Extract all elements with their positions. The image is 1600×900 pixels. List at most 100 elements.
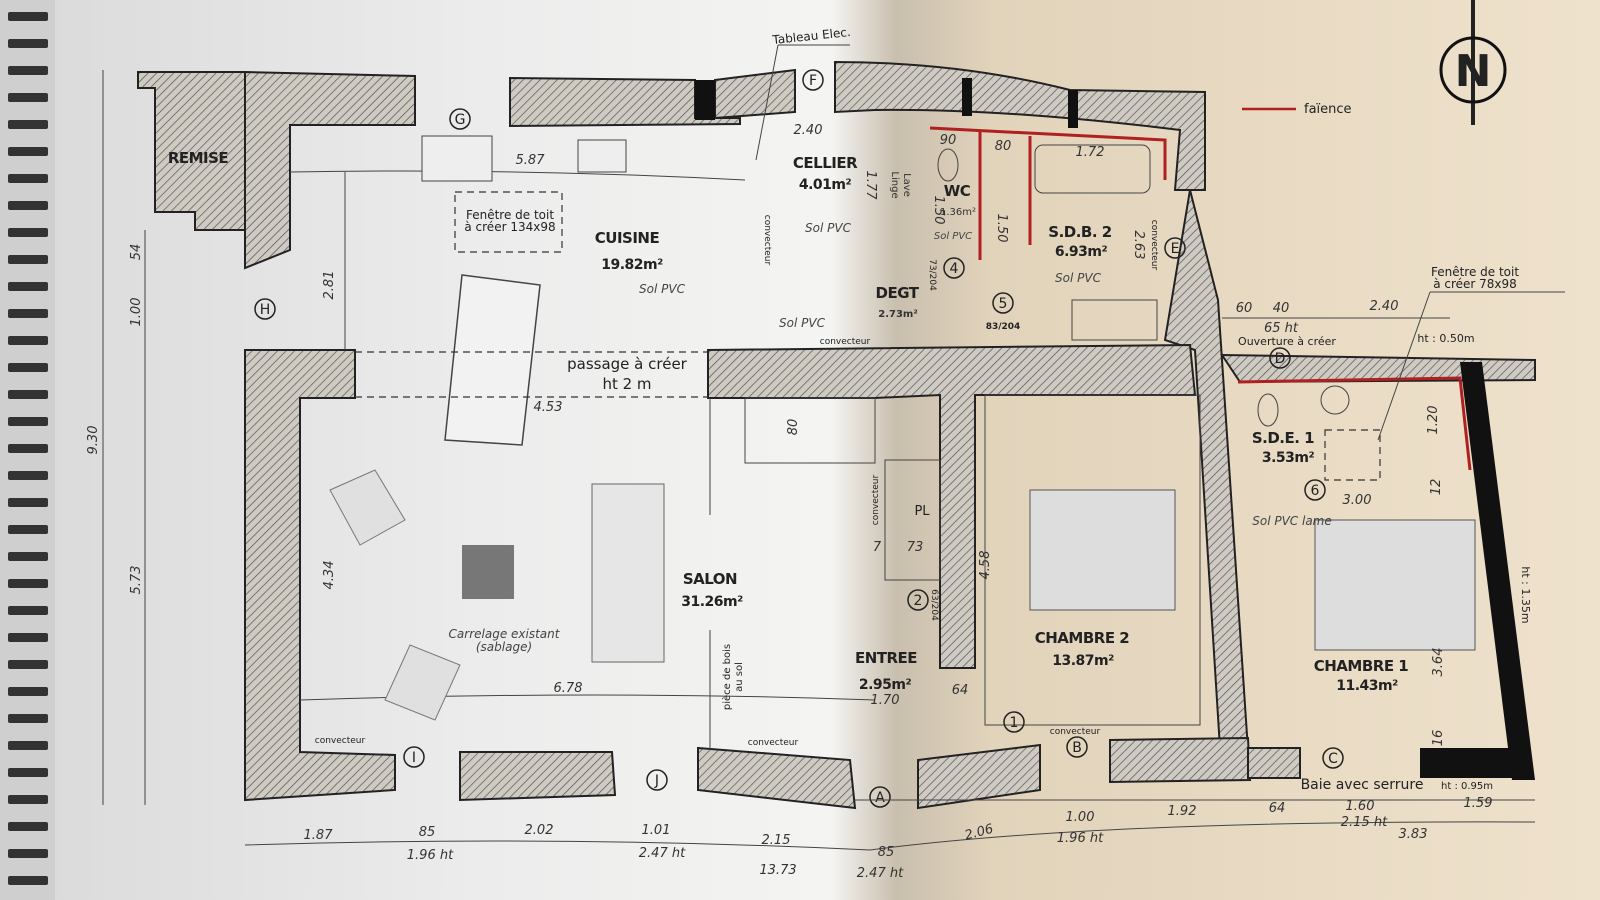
room-sdb2: S.D.B. 2 [1048, 223, 1112, 241]
dimension-ht2: 2.47 ht [639, 846, 686, 861]
annex-top-wall [1220, 353, 1536, 384]
dimension-stair-73: 73 [907, 540, 924, 555]
marker-b: B [1066, 736, 1088, 758]
binding-ring [8, 336, 48, 345]
area-degt: 2.73m² [878, 309, 917, 320]
lave-linge-label: Lave [901, 173, 912, 197]
sink [421, 135, 493, 182]
armchair [329, 469, 406, 546]
convecteur-label: convecteur [1050, 727, 1101, 737]
area-sde1: 3.53m² [1262, 450, 1315, 466]
dimension-b2: 85 [419, 825, 436, 840]
convecteur-label: convecteur [871, 474, 881, 525]
area-salon: 31.26m² [681, 594, 743, 610]
opening-height: 65 ht [1264, 321, 1299, 336]
binding-ring [8, 228, 48, 237]
room-chambre2: CHAMBRE 2 [1035, 629, 1130, 647]
annotations: Tableau Elec. Fenêtre de toit à créer 13… [315, 25, 1565, 793]
bottom-wall-4 [1109, 736, 1252, 784]
binding-ring [8, 417, 48, 426]
binding-ring [8, 282, 48, 291]
skylight-2-outline [1324, 429, 1381, 481]
binding-ring [8, 579, 48, 588]
marker-label: I [412, 750, 416, 766]
dimension-ht5: 2.47 ht [857, 866, 904, 881]
stove [577, 139, 627, 173]
marker-g: G [449, 108, 471, 130]
dimension-b12: 1.59 [1464, 796, 1493, 811]
dimension-sde-120: 1.20 [1426, 406, 1441, 435]
area-cellier: 4.01m² [799, 177, 852, 193]
room-remise: REMISE [168, 149, 229, 167]
dimension-line-left [102, 70, 146, 805]
area-cuisine: 19.82m² [601, 257, 663, 273]
dimension-cellier-width: 2.40 [794, 123, 823, 138]
area-entree: 2.95m² [859, 677, 912, 693]
dimension-total-height: 9.30 [86, 426, 101, 455]
washbasin [1320, 385, 1350, 415]
sofa [591, 483, 665, 663]
dimension-entree-170: 1.70 [871, 693, 900, 708]
marker-5: 5 [992, 292, 1014, 314]
compass-letter: N [1455, 46, 1492, 97]
binding-ring [8, 687, 48, 696]
marker-c: C [1322, 747, 1344, 769]
binding-ring [8, 309, 48, 318]
dimension-stair: 80 [786, 419, 801, 436]
annex-bottom-wall [1247, 747, 1301, 779]
passage-label: passage à créer [567, 355, 688, 373]
binding-ring [8, 174, 48, 183]
area-chambre2: 13.87m² [1052, 653, 1114, 669]
dimensions: 5.872.402.81541.009.305.734.53804.346.78… [86, 70, 1536, 881]
dimension-ht1: 1.96 ht [407, 848, 454, 863]
marker-label: H [260, 302, 271, 318]
binding-ring [8, 606, 48, 615]
binding-ring [8, 471, 48, 480]
binding-ring [8, 633, 48, 642]
binding-ring [8, 660, 48, 669]
piece-bois-label-2: au sol [734, 662, 745, 692]
armchair [384, 644, 461, 721]
binding-ring [8, 390, 48, 399]
spiral-binding [0, 0, 55, 900]
dimension-bath: 1.72 [1076, 145, 1105, 160]
dimension-sde-300: 3.00 [1343, 493, 1372, 508]
baie-label: Baie avec serrure [1301, 777, 1424, 793]
floor-degt: Sol PVC [779, 316, 826, 330]
marker-label: 5 [999, 296, 1008, 312]
dimension-lave: 1.77 [863, 171, 878, 201]
marker-2: 2 [907, 589, 929, 611]
bottom-wall-2 [697, 746, 857, 810]
binding-ring [8, 714, 48, 723]
dining-table [444, 274, 541, 446]
marker-1: 1 [1003, 711, 1025, 733]
dimension-b1: 1.87 [304, 828, 334, 843]
dimension-left-100: 1.00 [129, 298, 144, 327]
binding-ring [8, 822, 48, 831]
binding-ring [8, 876, 48, 885]
dimension-b4: 1.01 [642, 823, 671, 838]
skylight-1-label: Fenêtre de toit [466, 208, 554, 222]
dimension-wc-150: 1.50 [931, 196, 946, 225]
floor-cellier: Sol PVC [805, 221, 852, 235]
binding-ring [8, 39, 48, 48]
binding-ring [8, 255, 48, 264]
dimension-left-573: 5.73 [129, 566, 144, 595]
shower-tray [1071, 299, 1158, 341]
convecteur-label: convecteur [820, 337, 871, 347]
skylight-2-leader [1377, 291, 1565, 441]
interior-lines [289, 135, 1476, 750]
marker-4: 4 [943, 257, 965, 279]
area-chambre1: 11.43m² [1336, 678, 1398, 694]
marker-label: J [654, 773, 659, 789]
pillar [695, 80, 715, 120]
dimension-ch2-458: 4.58 [978, 551, 993, 580]
baie-height: ht : 0.95m [1441, 781, 1493, 792]
passage-outline [355, 351, 708, 398]
dimension-wc-90: 90 [940, 133, 957, 148]
passage-height: ht 2 m [602, 375, 651, 393]
floor-sdb2: Sol PVC [1055, 271, 1102, 285]
bottom-wall-3 [917, 743, 1041, 810]
